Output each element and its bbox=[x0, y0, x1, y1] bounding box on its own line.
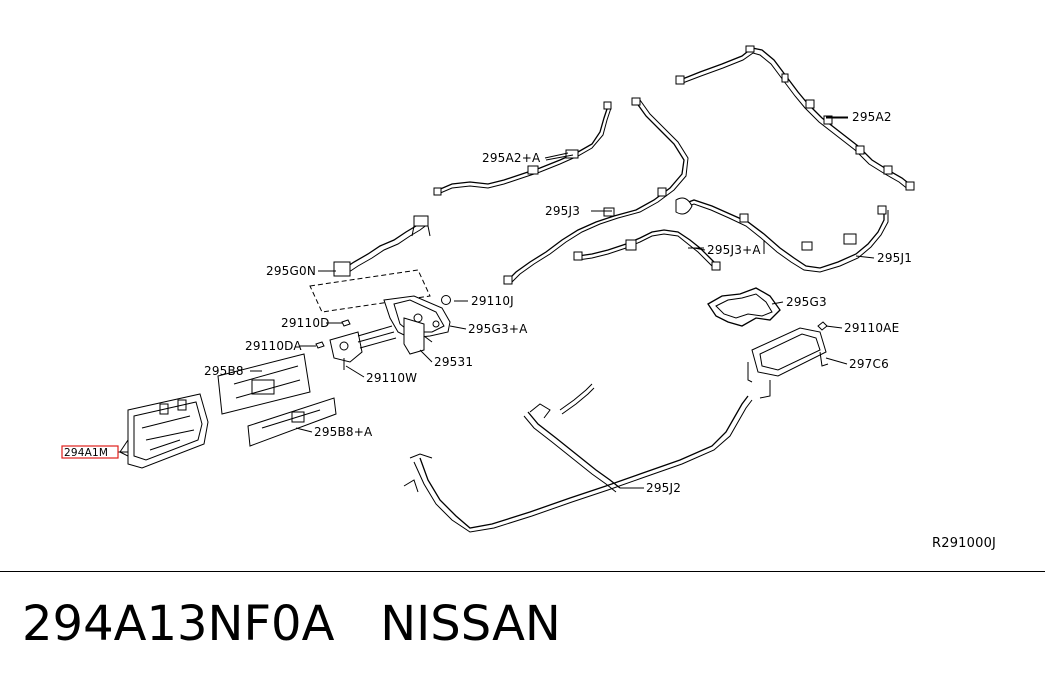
sheet-295B8A bbox=[247, 397, 337, 447]
harness-295J1 bbox=[675, 197, 889, 273]
part-number: 294A13NF0A bbox=[22, 596, 335, 652]
label-295A2: 295A2 bbox=[852, 110, 892, 124]
label-29110W: 29110W bbox=[366, 371, 417, 385]
label-295J1: 295J1 bbox=[877, 251, 912, 265]
clip-29110DA bbox=[315, 341, 325, 349]
leader-lines bbox=[118, 116, 875, 489]
label-29531: 29531 bbox=[434, 355, 473, 369]
label-29110AE: 29110AE bbox=[844, 321, 899, 335]
label-29110DA: 29110DA bbox=[245, 339, 302, 353]
parts-diagram: 295A2 295A2+A 295J3 295J3+A 295J1 295G0N… bbox=[61, 45, 996, 551]
bracket-29110W bbox=[329, 325, 397, 370]
label-295G3A: 295G3+A bbox=[468, 322, 528, 336]
harness-295J2 bbox=[403, 383, 753, 533]
label-295B8: 295B8 bbox=[204, 364, 244, 378]
harness-295G0N bbox=[309, 215, 431, 313]
footer-divider bbox=[0, 571, 1045, 572]
label-295G3: 295G3 bbox=[786, 295, 827, 309]
label-295J3: 295J3 bbox=[545, 204, 580, 218]
bracket-295G3A bbox=[383, 295, 451, 355]
diagram-ref-code: R291000J bbox=[932, 536, 996, 551]
harness-295A2A bbox=[433, 101, 612, 196]
highlight-box bbox=[61, 445, 119, 459]
label-294A1M: 294A1M bbox=[64, 447, 108, 459]
clip-29110D bbox=[341, 319, 351, 327]
harness-295J3 bbox=[503, 97, 689, 285]
label-295A2A: 295A2+A bbox=[482, 151, 541, 165]
label-295G0N: 295G0N bbox=[266, 264, 316, 278]
bracket-297C6 bbox=[747, 327, 829, 399]
label-295J3A: 295J3+A bbox=[707, 243, 761, 257]
sheet-295B8 bbox=[217, 353, 311, 415]
module-294A1M bbox=[119, 393, 209, 469]
label-295B8A: 295B8+A bbox=[314, 425, 373, 439]
harness-295A2 bbox=[675, 45, 915, 191]
harness-295G3 bbox=[707, 287, 781, 327]
label-297C6: 297C6 bbox=[849, 357, 889, 371]
label-295J2: 295J2 bbox=[646, 481, 681, 495]
label-29110D: 29110D bbox=[281, 316, 330, 330]
harness-295J3A bbox=[573, 229, 721, 271]
brand-name: NISSAN bbox=[380, 596, 561, 652]
footer-caption: 294A13NF0A NISSAN bbox=[22, 596, 561, 652]
label-29110J: 29110J bbox=[471, 294, 514, 308]
grommet-29110J bbox=[441, 295, 451, 305]
clip-29110AE bbox=[817, 321, 828, 331]
